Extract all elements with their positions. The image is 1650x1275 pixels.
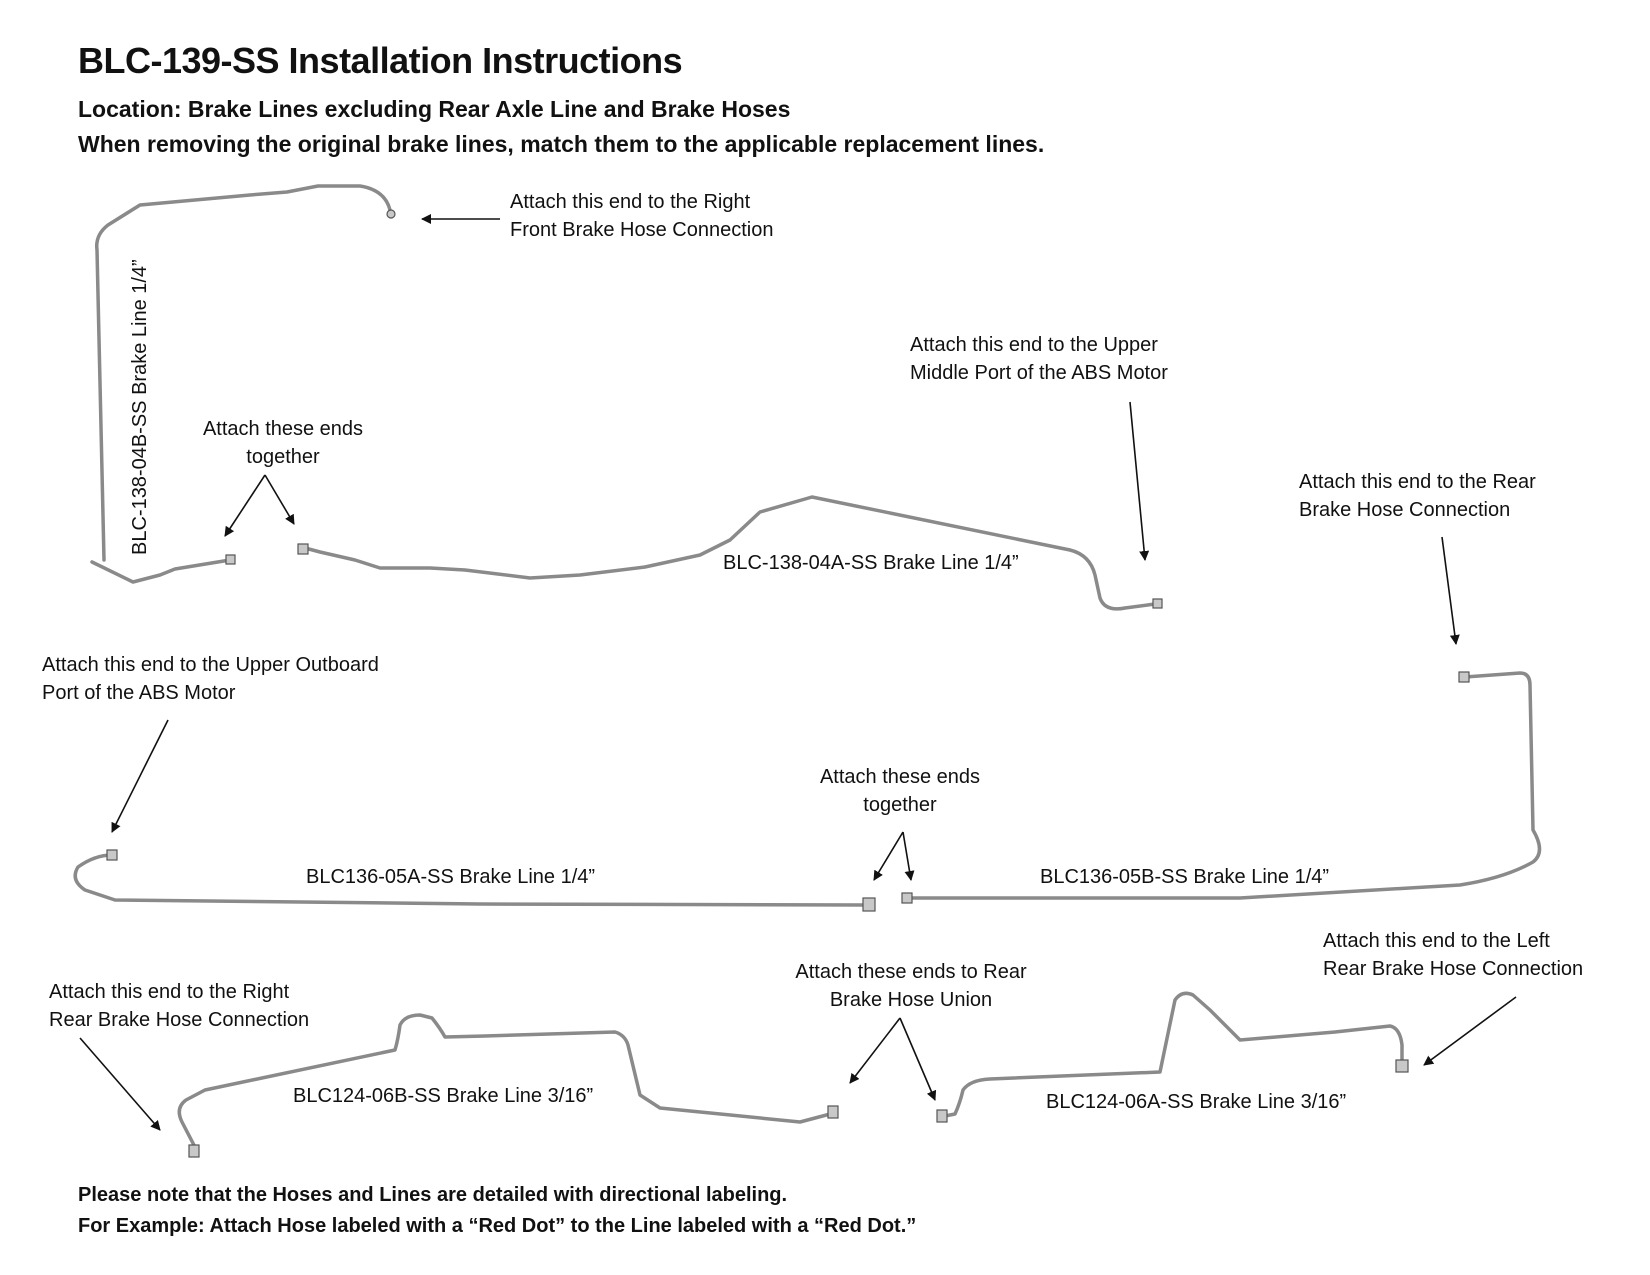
line-label-blc136-05b: BLC136-05B-SS Brake Line 1/4” [1040, 866, 1330, 888]
callout-ends-together-2: Attach these ends together [819, 766, 981, 816]
brake-line-blc124-06b [177, 1013, 839, 1158]
fitting [1458, 671, 1470, 683]
callout-abs-upper-middle: Attach this end to the Upper Middle Port… [910, 334, 1168, 384]
callout-left-rear-hose: Attach this end to the Left Rear Brake H… [1323, 930, 1584, 980]
fitting [386, 209, 396, 219]
arrow [849, 1017, 901, 1084]
fitting [936, 1109, 948, 1123]
line-label-blc138-04b: BLC-138-04B-SS Brake Line 1/4” [129, 259, 151, 555]
brake-line-blc138-04b [90, 184, 396, 584]
brake-line-blc138-04a [297, 495, 1163, 611]
fitting [862, 897, 876, 912]
callout-abs-upper-outboard: Attach this end to the Upper Outboard Po… [42, 654, 379, 704]
arrow [111, 719, 169, 833]
fitting [225, 554, 236, 565]
arrow [873, 831, 904, 881]
line-label-blc124-06b: BLC124-06B-SS Brake Line 3/16” [293, 1085, 594, 1107]
fitting [1395, 1059, 1409, 1073]
line-label-blc136-05a: BLC136-05A-SS Brake Line 1/4” [306, 866, 596, 888]
callout-rear-hose: Attach this end to the Rear Brake Hose C… [1299, 471, 1536, 521]
arrow [899, 1017, 937, 1101]
callout-right-front-hose: Attach this end to the Right Front Brake… [510, 191, 774, 241]
arrow [902, 831, 915, 881]
brake-line-blc124-06a [936, 991, 1409, 1123]
line-label-blc124-06a: BLC124-06A-SS Brake Line 3/16” [1046, 1091, 1347, 1113]
arrow [1129, 401, 1150, 561]
footer-note-2: For Example: Attach Hose labeled with a … [78, 1215, 917, 1237]
fitting [188, 1144, 200, 1158]
callout-rear-union: Attach these ends to Rear Brake Hose Uni… [795, 961, 1027, 1011]
brake-line-blc136-05b [901, 671, 1542, 904]
arrow [224, 474, 266, 537]
fitting [827, 1105, 839, 1119]
fitting [297, 543, 309, 555]
callout-ends-together-1: Attach these ends together [202, 418, 364, 468]
line-label-blc138-04a: BLC-138-04A-SS Brake Line 1/4” [723, 552, 1019, 574]
arrow [79, 1037, 161, 1131]
callout-arrows [79, 214, 1517, 1131]
callout-right-rear-hose: Attach this end to the Right Rear Brake … [49, 981, 310, 1031]
footer-note-1: Please note that the Hoses and Lines are… [78, 1184, 788, 1206]
brake-line-blc136-05a [73, 849, 876, 912]
page-title: BLC-139-SS Installation Instructions [78, 40, 683, 81]
fitting [1152, 598, 1163, 609]
fitting [901, 892, 913, 904]
arrow [264, 474, 295, 525]
instruction-subtitle: When removing the original brake lines, … [78, 131, 1045, 157]
location-subtitle: Location: Brake Lines excluding Rear Axl… [78, 96, 791, 122]
arrow [1423, 996, 1517, 1066]
arrow [1441, 536, 1460, 645]
fitting [106, 849, 118, 861]
